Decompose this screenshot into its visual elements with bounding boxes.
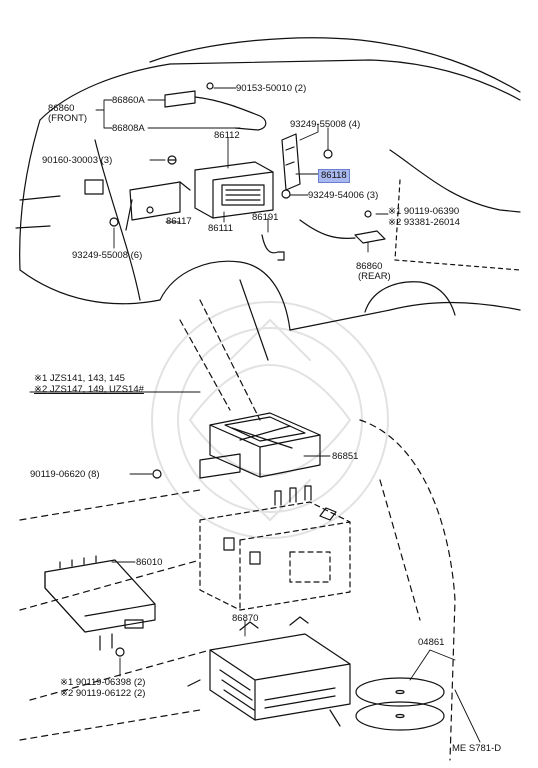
part-86851 <box>199 412 321 479</box>
note-2-text: JZS147, 149, UZS14# <box>49 384 144 395</box>
callout-90119-06620[interactable]: 90119-06620 (8) <box>30 469 100 480</box>
callout-86112[interactable]: 86112 <box>214 130 240 141</box>
part-04861-discs <box>355 677 445 731</box>
note-1: ※1 JZS141, 143, 145 <box>34 374 125 384</box>
callout-rear-label: (REAR) <box>358 271 391 282</box>
callout-86191[interactable]: 86191 <box>252 212 279 223</box>
callout-90119-06122[interactable]: ※2 90119-06122 (2) <box>60 688 146 699</box>
callout-93249-55008-6[interactable]: 93249-55008 (6) <box>72 250 143 261</box>
watermark-seal <box>151 301 389 539</box>
callout-90119-06390[interactable]: ※1 90119-06390 <box>388 206 460 217</box>
callout-93381-26014[interactable]: ※2 93381-26014 <box>388 217 460 228</box>
note-2-mark: ※2 <box>34 384 48 395</box>
note-1-mark: ※1 <box>34 373 48 384</box>
callout-04861[interactable]: 04861 <box>418 637 445 648</box>
note-1-text: JZS141, 143, 145 <box>49 373 125 384</box>
screws <box>109 82 372 657</box>
callout-86118-highlighted[interactable]: 86118 <box>318 169 350 183</box>
part-86112 <box>194 161 274 219</box>
part-86117 <box>125 181 191 231</box>
leader-lines <box>29 87 481 743</box>
footer-code: ME S781-D <box>452 743 502 754</box>
lower-body-outline <box>19 419 456 761</box>
callout-86860A[interactable]: 86860A <box>112 95 145 106</box>
part-86860-rear <box>299 219 386 244</box>
callout-93249-54006[interactable]: 93249-54006 (3) <box>308 190 379 201</box>
part-86870 <box>187 616 351 727</box>
callout-86808A[interactable]: 86808A <box>112 123 145 134</box>
part-86118 <box>281 133 301 191</box>
car-body-outline <box>15 37 521 421</box>
callout-86860-front[interactable]: 86860 <box>48 103 75 114</box>
note-2: ※2 JZS147, 149, UZS14# <box>34 385 144 395</box>
callout-86870[interactable]: 86870 <box>232 613 259 624</box>
callout-90160-30003[interactable]: 90160-30003 (3) <box>42 155 113 166</box>
callout-90119-06398[interactable]: ※1 90119-06398 (2) <box>60 677 146 688</box>
callout-86010[interactable]: 86010 <box>136 557 163 568</box>
callout-86851[interactable]: 86851 <box>332 451 359 462</box>
callout-93249-55008-4[interactable]: 93249-55008 (4) <box>290 119 361 130</box>
mount-bracket <box>199 501 351 611</box>
part-86860A <box>164 90 267 131</box>
mount-tabs <box>223 485 337 565</box>
part-86191 <box>261 234 285 261</box>
part-86010 <box>44 555 156 651</box>
callout-86860-rear[interactable]: 86860 <box>356 261 383 272</box>
callout-front-label: (FRONT) <box>48 113 88 124</box>
callout-86117[interactable]: 86117 <box>166 216 192 227</box>
callout-90153-50010[interactable]: 90153-50010 (2) <box>236 83 307 94</box>
callout-86111[interactable]: 86111 <box>208 223 234 234</box>
